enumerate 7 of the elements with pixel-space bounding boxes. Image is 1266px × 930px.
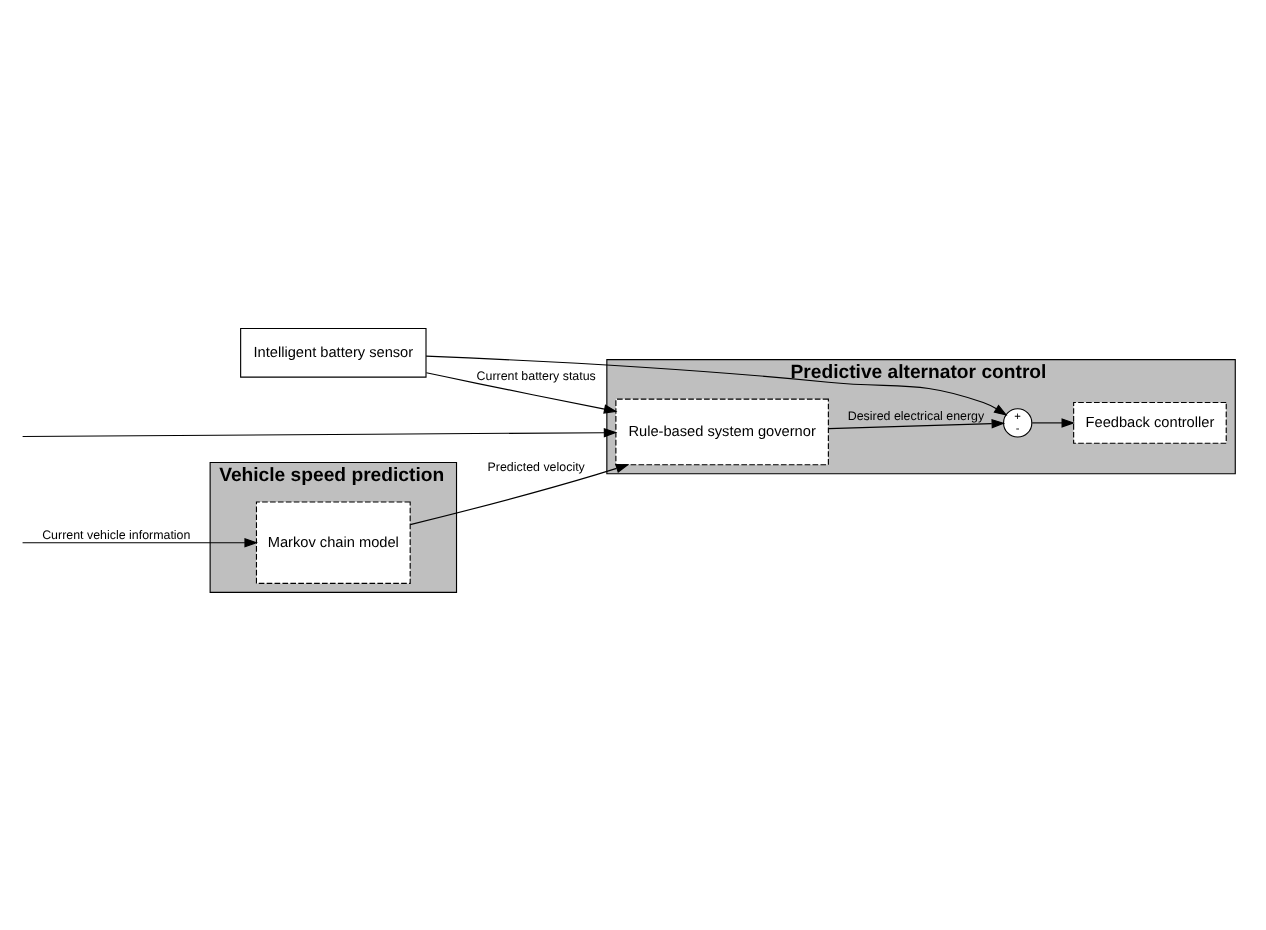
arrow [425, 372, 618, 414]
arrow [425, 355, 1008, 416]
arrow [828, 418, 1006, 430]
arrow [1031, 418, 1076, 428]
arrow [22, 537, 258, 548]
arrow [22, 427, 618, 438]
arrow [409, 463, 630, 526]
